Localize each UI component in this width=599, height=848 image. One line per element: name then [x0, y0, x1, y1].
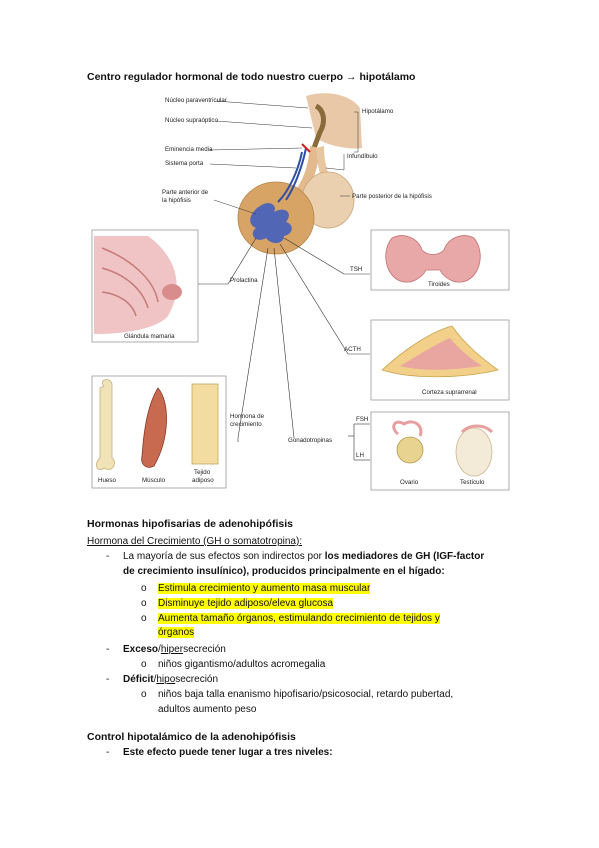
label-glandula-mamaria: Glándula mamaria: [124, 333, 175, 340]
label-corteza: Corteza suprarrenal: [422, 389, 477, 396]
thyroid-shape: [385, 235, 481, 283]
slash-text: /: [153, 674, 157, 685]
epididymis-shape: [460, 424, 494, 434]
list-item-continuation: adultos aumento peso: [158, 704, 257, 715]
section-heading-hormonas: Hormonas hipofisarias de adenohipófisis: [87, 518, 293, 530]
label-parte-anterior-1: Parte anterior de: [162, 189, 209, 196]
ovary-shape: [396, 436, 424, 464]
portal-plexus: [250, 203, 292, 244]
label-infundibulo: Infundíbulo: [347, 153, 378, 160]
bullet-text: secreción: [183, 644, 226, 655]
bullet-line: Exceso/hipersecreción: [123, 643, 226, 656]
bullet-bold-text: de crecimiento insulínico), producidos p…: [123, 566, 445, 577]
mammary-ducts: [101, 247, 159, 317]
label-parte-anterior-2: la hipófisis: [162, 197, 191, 204]
dash-marker: -: [106, 644, 110, 655]
label-hormona-2: crecimiento: [230, 421, 262, 428]
bullet-text: secreción: [175, 674, 219, 685]
list-item: Disminuye tejido adiposo/eleva glucosa: [158, 597, 334, 610]
sub-marker: o: [141, 583, 147, 594]
label-hormona-1: Hormona de: [230, 413, 265, 420]
label-testiculo: Testículo: [460, 479, 485, 486]
nipple-shape: [162, 284, 182, 300]
adipose-shape: [191, 383, 219, 465]
section-heading-control: Control hipotalámico de la adenohipófisi…: [87, 731, 296, 743]
bone-shape: [96, 379, 115, 470]
label-nucleo-paraventricular: Núcleo paraventricular: [165, 97, 227, 104]
label-nucleo-supraoptico: Núcleo supraóptico: [165, 117, 219, 124]
title-text: Centro regulador hormonal de todo nuestr…: [87, 71, 344, 83]
label-tiroides: Tiroides: [428, 281, 450, 288]
sub-marker: o: [141, 598, 147, 609]
sub-marker: o: [141, 689, 147, 700]
dash-marker: -: [106, 674, 110, 685]
highlighted-text: órganos: [158, 627, 195, 638]
testis-shape: [455, 427, 493, 477]
bullet-line: Déficit/hiposecreción: [123, 673, 218, 686]
label-parte-posterior: Parte posterior de la hipófisis: [352, 193, 432, 200]
highlighted-text: Estimula crecimiento y aumento masa musc…: [158, 583, 371, 594]
highlighted-text: Disminuye tejido adiposo/eleva glucosa: [158, 598, 334, 609]
dash-marker: -: [106, 747, 110, 758]
label-lh: LH: [356, 452, 364, 459]
label-eminencia-media: Eminencia media: [165, 146, 213, 153]
arrow-icon: →: [346, 71, 357, 83]
oviduct-shape: [392, 420, 423, 437]
highlighted-text: Aumenta tamaño órganos, estimulando crec…: [158, 613, 440, 624]
list-item: niños gigantismo/adultos acromegalia: [158, 659, 326, 670]
bullet-line: de crecimiento insulínico), producidos p…: [123, 565, 445, 578]
sub-marker: o: [141, 659, 147, 670]
stalk-shape: [288, 146, 320, 202]
bullet-bold-text: Exceso: [123, 644, 159, 655]
section-subheading-gh: Hormona del Crecimiento (GH o somatotrop…: [87, 536, 303, 547]
page-title: Centro regulador hormonal de todo nuestr…: [87, 71, 415, 83]
label-gonadotropinas: Gonadotropinas: [288, 437, 332, 444]
label-acth: ACTH: [344, 346, 361, 353]
list-item: niños baja talla enanismo hipofisario/ps…: [158, 689, 454, 700]
dash-marker: -: [106, 551, 110, 562]
label-tejido-2: adiposo: [192, 477, 214, 484]
bullet-line: La mayoría de sus efectos son indirectos…: [123, 550, 484, 563]
portal-vessels: [277, 147, 307, 203]
bullet-bold-text: Déficit: [123, 674, 154, 685]
hormone-lines: [198, 237, 370, 461]
label-tejido-1: Tejido: [194, 469, 211, 476]
list-item: Estimula crecimiento y aumento masa musc…: [158, 582, 371, 595]
muscle-shape: [141, 387, 167, 468]
leader-lines: [209, 100, 359, 215]
list-item-continuation: órganos: [158, 626, 195, 639]
label-tsh: TSH: [350, 266, 362, 273]
label-fsh: FSH: [356, 416, 368, 423]
underlined-text: hiper: [160, 644, 184, 655]
label-prolactina: Prolactina: [230, 277, 258, 284]
sub-marker: o: [141, 613, 147, 624]
pituitary-figure: Núcleo paraventricular Núcleo supraóptic…: [91, 93, 510, 491]
underlined-text: hipo: [156, 674, 176, 685]
label-sistema-porta: Sistema porta: [165, 160, 204, 167]
title-target: hipotálamo: [359, 71, 416, 83]
list-item: Aumenta tamaño órganos, estimulando crec…: [158, 612, 440, 625]
slash-text: /: [158, 644, 161, 655]
label-ovario: Ovario: [400, 479, 419, 486]
label-hueso: Hueso: [98, 477, 116, 484]
bullet-bold-text: los mediadores de GH (IGF-factor: [324, 551, 485, 562]
bullet-line: Este efecto puede tener lugar a tres niv…: [123, 746, 333, 759]
bullet-bold-text: Este efecto puede tener lugar a tres niv…: [123, 747, 333, 758]
label-hipotalamo: Hipotálamo: [362, 108, 394, 115]
adrenal-medulla-shape: [400, 338, 482, 370]
label-musculo: Músculo: [142, 477, 166, 484]
red-vessel: [301, 143, 311, 153]
mammary-gland-shape: [94, 236, 177, 334]
bullet-text: La mayoría de sus efectos son indirectos…: [123, 551, 325, 562]
